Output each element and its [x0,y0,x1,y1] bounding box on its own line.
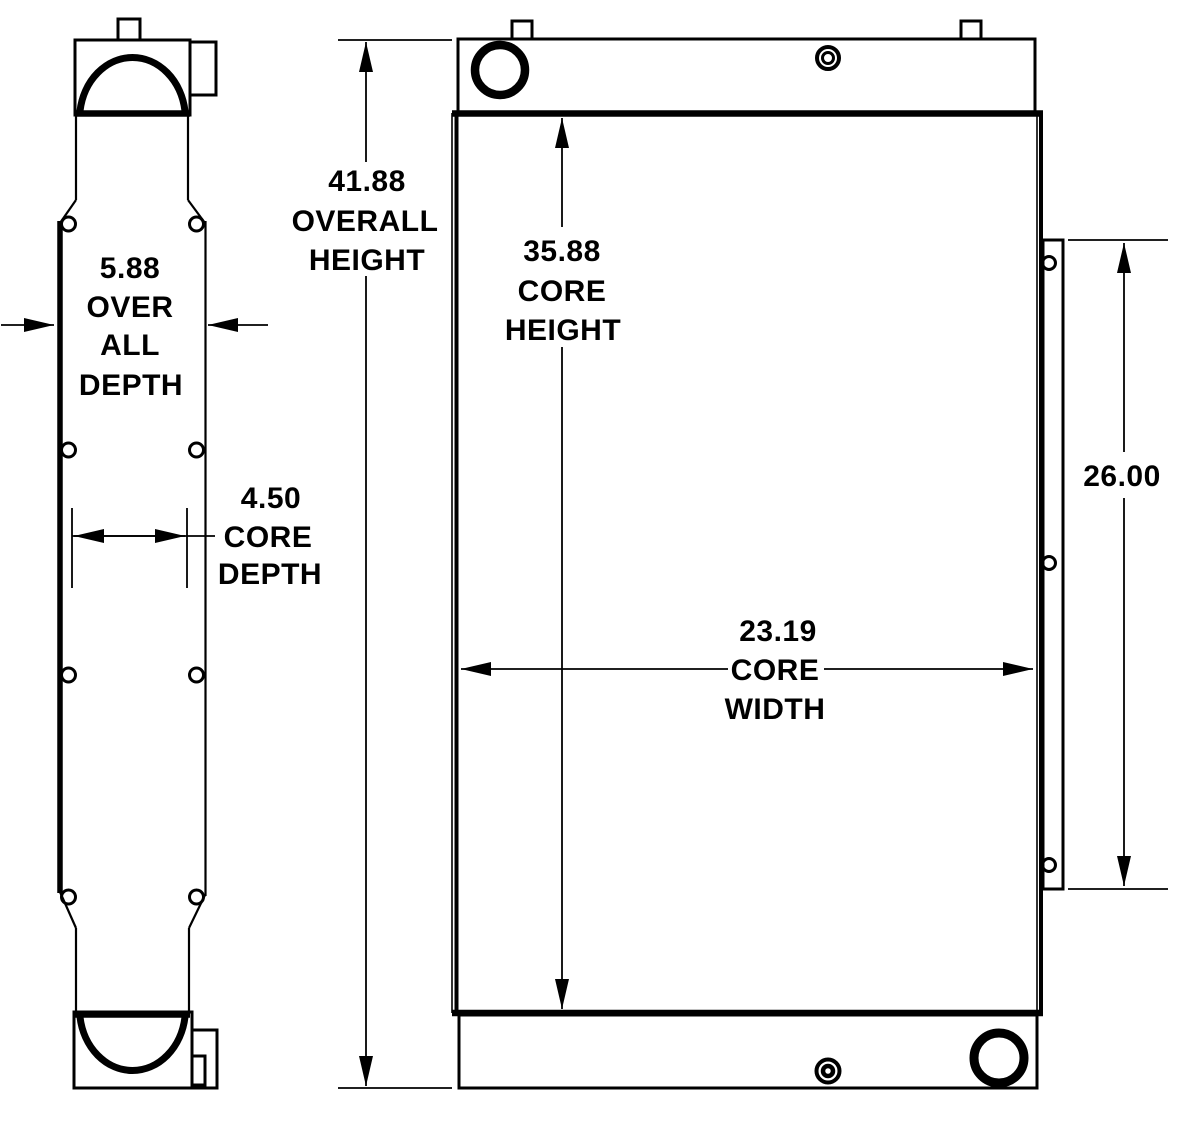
dimension-label: WIDTH [725,693,826,726]
dimension-label: OVER [86,291,173,324]
dimension-label: HEIGHT [309,244,425,277]
front-bottom-tank [457,1013,1039,1090]
dimension-value: 4.50 [241,482,301,515]
outlet-port-circle [969,1028,1029,1088]
bolt-hole [60,441,77,459]
bolt-hole [188,888,205,906]
dimension-overall-depth: 5.88 OVER ALL DEPTH [1,252,268,402]
dimension-label: DEPTH [79,369,183,402]
bracket-hole [1041,255,1057,271]
dimension-label: CORE [731,654,820,687]
dimension-overall-height: 41.88 OVERALL HEIGHT [292,39,452,1089]
bracket-hole [1041,555,1057,571]
dimension-bracket-length: 26.00 [1068,239,1168,890]
dimension-label: OVERALL [292,205,439,238]
dimension-label: DEPTH [218,558,322,591]
dimension-value: 5.88 [100,252,160,285]
bottom-tank-dome [76,1016,189,1074]
inlet-port-circle [470,40,530,100]
dimension-value: 41.88 [328,165,406,198]
dimension-core-depth: 4.50 CORE DEPTH [71,482,322,591]
bolt-hole [188,215,205,233]
dimension-label: CORE [518,275,607,308]
bolt-hole [60,888,77,906]
dimension-label: CORE [224,521,313,554]
front-top-tank [456,37,1037,114]
top-tank-dome [76,54,189,112]
dimension-label: HEIGHT [505,314,621,347]
dimension-value: 26.00 [1083,460,1161,493]
filler-cap-inner [821,51,835,65]
side-view [57,17,219,1090]
side-filler-tab [116,17,142,42]
dimension-value: 35.88 [523,235,601,268]
filler-cap-outer [815,45,841,71]
dimension-core-width: 23.19 CORE WIDTH [461,615,1033,726]
drain-plug-outer [814,1057,842,1085]
dimension-label: ALL [100,329,160,362]
side-top-port-nub [188,40,218,97]
bracket-hole [1041,857,1057,873]
dimension-core-height: 35.88 CORE HEIGHT [505,118,621,1009]
bolt-hole [188,666,205,684]
dimension-value: 23.19 [739,615,817,648]
mounting-tab [510,19,534,41]
mounting-bracket [1041,238,1065,891]
bolt-hole [60,666,77,684]
bolt-hole [60,215,77,233]
side-bottom-port-inner [190,1054,207,1087]
bolt-hole [188,441,205,459]
mounting-tab [959,19,983,41]
drain-plug-inner [820,1063,836,1079]
front-view [451,19,1065,1090]
